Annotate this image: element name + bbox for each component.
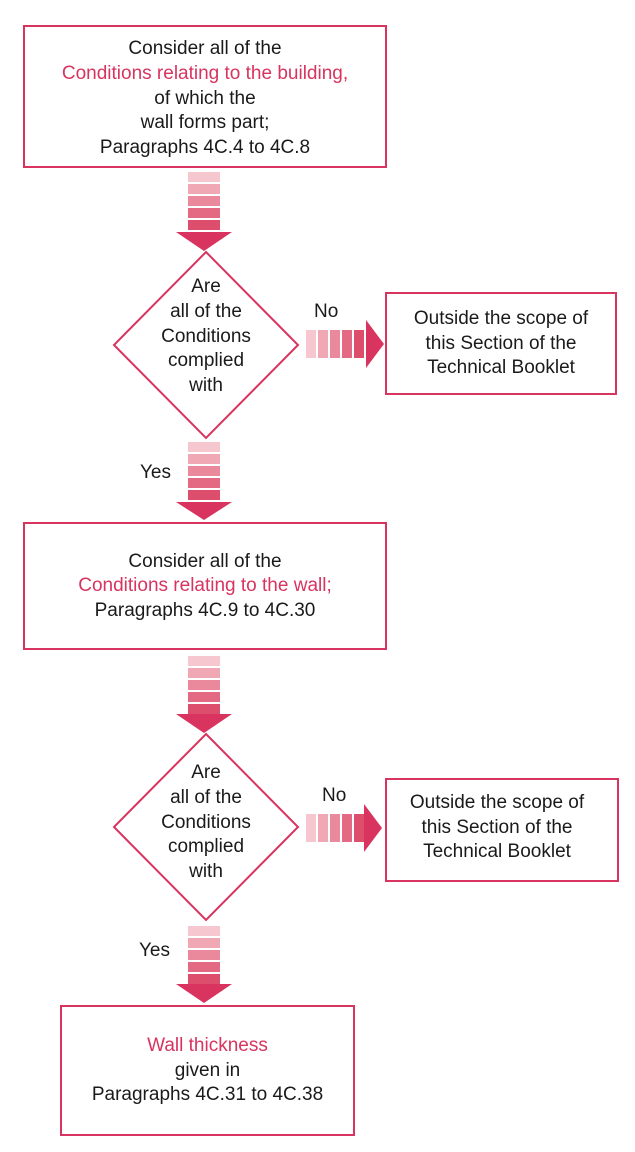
box3-line2: given in [174,1060,241,1081]
box1-line3: of which the [154,88,256,109]
box3-line1: Wall thickness [147,1035,268,1056]
outcome2-line2: this Section of the [421,817,573,838]
decision2-line2: all of the [170,787,242,808]
decision2-no-label: No [322,785,347,806]
box1-line5: Paragraphs 4C.4 to 4C.8 [99,137,311,158]
decision1-line3: Conditions [161,326,251,347]
arrow-down-4 [176,926,232,1003]
arrow-down-2 [176,442,232,520]
decision2-line4: complied [167,836,245,857]
decision2-line3: Conditions [161,812,251,833]
decision1-no-label: No [314,301,339,322]
arrow-right-2 [306,804,382,852]
outcome2-line1: Outside the scope of [409,792,585,813]
box1-line4: wall forms part; [140,112,270,133]
decision1-line1: Are [191,276,221,297]
arrow-down-3 [176,656,232,733]
box2-line1: Consider all of the [128,551,282,572]
box2-line3: Paragraphs 4C.9 to 4C.30 [94,600,316,621]
process-box-building [23,25,387,168]
outcome-box-2 [385,778,619,882]
result-box-wall-thickness [60,1005,355,1136]
outcome1-line2: this Section of the [425,333,577,354]
decision1-yes-label: Yes [140,462,171,483]
decision1-line5: with [189,375,223,396]
box1-line1: Consider all of the [128,38,282,59]
decision-diamond-2 [112,732,300,922]
decision2-line5: with [189,861,223,882]
outcome2-line3: Technical Booklet [423,841,571,862]
arrow-down-1 [176,172,232,251]
box1-line2: Conditions relating to the building, [61,63,349,84]
box2-line2: Conditions relating to the wall; [78,575,332,596]
arrow-right-1 [306,320,384,368]
decision2-yes-label: Yes [139,940,170,961]
decision1-line4: complied [167,350,245,371]
outcome1-line1: Outside the scope of [413,308,589,329]
decision-diamond-1 [112,250,300,440]
box3-line3: Paragraphs 4C.31 to 4C.38 [91,1084,324,1105]
outcome1-line3: Technical Booklet [427,357,575,378]
decision2-line1: Are [191,762,221,783]
outcome-box-1 [385,292,617,395]
process-box-wall [23,522,387,650]
decision1-line2: all of the [170,301,242,322]
